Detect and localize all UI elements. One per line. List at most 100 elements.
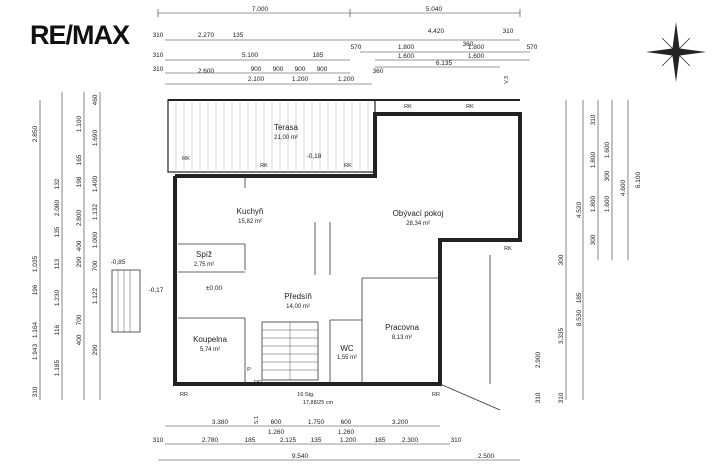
dim-bot-r3-i: 310 [451,437,462,444]
room-pracovna-area: 8,13 m² [392,335,412,341]
dim-top-r5-b: 2.100 [248,76,265,83]
room-spiz-area: 2,75 m² [194,262,214,268]
dim-bot-r1-c: 1.750 [308,419,325,426]
right-dimensions: 310 1.800 1.600 300 4.520 1.800 1.600 30… [535,100,642,403]
dim-left-p: 700 [92,260,99,271]
dim-right-d: 300 [604,170,611,181]
level-marks: -0,18 -0,17 -0,85 ±0,00 16 Stg. 17,88/25… [111,76,513,424]
dim-top-r2-r-b: 310 [503,28,514,35]
dim-right-f: 1.800 [590,195,597,212]
dim-left-k: 1.132 [92,203,99,220]
room-wc-name: WC [340,344,354,353]
dim-bot-r3-f: 1.200 [340,437,357,444]
dim-bot-r1-d: 600 [341,419,352,426]
dim-right-a: 310 [590,114,597,125]
dim-top-r4-b: 900 [251,66,262,73]
dim-right-l: 3.335 [558,327,565,344]
dim-bot-r3-e: 135 [311,437,322,444]
dim-right-c: 1.600 [604,141,611,158]
dim-bot-r2-a: 1.260 [268,429,285,436]
rr-mark-1: RR [180,392,188,398]
dim-top-r5-d: 1.200 [338,76,355,83]
dim-top-r4-r-a: 1.600 [398,53,415,60]
room-terasa-area: 21,00 m² [274,135,298,141]
dim-left-b: 1.690 [92,129,99,146]
dim-bot-r3-c: 185 [245,437,256,444]
dim-top-r4-r-b: 1.600 [468,53,485,60]
room-spiz-name: Spíž [196,250,212,259]
room-koupelna-name: Koupelna [193,335,227,344]
dim-top-r4-e: 900 [317,66,328,73]
rk-mark-4: RK [404,104,412,110]
dim-top-r2-r-a: 360 [463,41,474,48]
dim-top-r5-e: 6.135 [436,60,453,67]
dim-right-e: 4.520 [576,201,583,218]
dim-top-r3-r-c: 1.800 [468,44,485,51]
level-outside: -0,85 [111,259,126,266]
dim-right-j: 6.100 [635,171,642,188]
left-dimensions: 2.850 1.100 1.690 460 165 2.080 1.400 13… [32,92,101,400]
dim-right-b: 1.800 [590,151,597,168]
dim-left-m: 1.035 [32,255,39,272]
dim-top-r3-a: 310 [153,52,164,59]
dim-right-p: 300 [558,254,565,265]
rk-mark-6: RK [504,246,512,252]
dim-left-j: 2.800 [76,209,83,226]
dim-left-o: 400 [76,240,83,251]
dim-top-r2-right: 4.420 [428,28,445,35]
compass-icon [646,22,706,82]
dim-left-z: 400 [76,334,83,345]
dim-top-r5-a: 2.600 [198,68,215,75]
dim-bot-r1-a: 3.380 [212,419,229,426]
rr-mark-2: RR [432,392,440,398]
rk-mark-3: RK [344,163,352,169]
room-kuchyn-area: 15,82 m² [238,219,262,225]
dim-bot-total-left: 9.540 [292,453,309,460]
stairs-count: 16 Stg. [297,392,315,398]
rr-mark-3: RR [254,380,262,386]
dim-bot-r1-b: 600 [271,419,282,426]
dim-bot-r1-e: 3.200 [392,419,409,426]
dim-top-r4-c: 900 [273,66,284,73]
dim-left-e: 2.080 [54,199,61,216]
dim-left-r: 196 [32,284,39,295]
dim-left-aa: 290 [92,344,99,355]
dim-top-r2-c: 135 [233,32,244,39]
dim-right-q: 310 [558,392,565,403]
level-terrace: -0,18 [307,153,322,160]
remax-logo: RE/MAX [30,20,130,50]
dim-top-r3-r-b: 1.800 [398,44,415,51]
rk-mark-5: RK [466,104,474,110]
dim-left-a: 1.100 [76,115,83,132]
section-v3: V.3 [504,76,510,84]
dim-right-h: 300 [590,234,597,245]
dim-left-s: 1.230 [54,289,61,306]
dim-top-r5-c: 1.200 [292,76,309,83]
dim-right-g: 1.600 [604,195,611,212]
dim-bot-r3-h: 2.300 [402,437,419,444]
dim-right-n: 2.900 [535,351,542,368]
dim-left-u: 1.164 [32,321,39,338]
dim-left-w: 1.943 [32,343,39,360]
stairs-size: 17,88/25 cm [303,400,334,406]
dim-left-l: 1.000 [92,231,99,248]
dim-left-t: 1.122 [92,287,99,304]
room-kuchyn-name: Kuchyň [237,207,264,216]
dim-right-m: 8.530 [576,309,583,326]
dim-top-r2-a: 310 [153,32,164,39]
dim-left-g: 135 [54,226,61,237]
rk-mark-2: RK [260,163,268,169]
dim-top-r3-r-d: 570 [527,44,538,51]
rk-mark-1: RK [182,156,190,162]
level-ground: ±0,00 [206,285,223,292]
level-entry-step: -0,17 [149,287,164,294]
dim-top-r3-c: 185 [313,52,324,59]
dim-top-r4-a: 310 [153,66,164,73]
dim-top-total-right: 5.040 [426,6,443,13]
room-predsin-name: Předsíň [284,292,312,301]
section-s1: S.1 [254,416,260,424]
dim-top-r5-f: 360 [373,68,384,75]
dim-bot-r2-b: 1.260 [338,429,355,436]
dim-bot-r3-d: 2.125 [280,437,297,444]
